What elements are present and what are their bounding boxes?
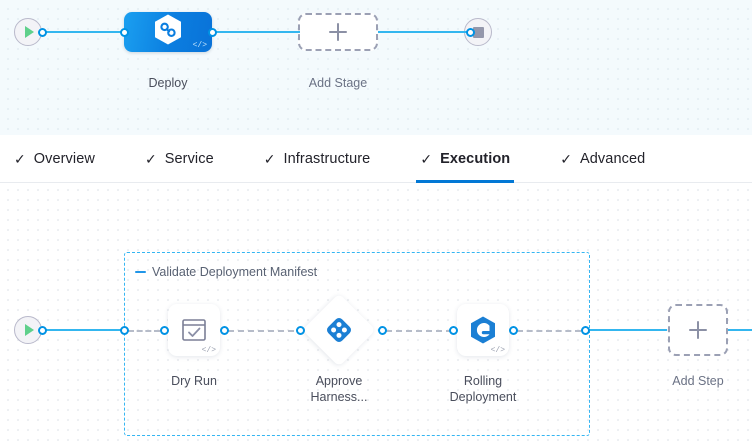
play-icon (25, 26, 34, 38)
play-icon (25, 324, 34, 336)
connector-start-deploy (42, 31, 128, 33)
execution-canvas[interactable]: Validate Deployment Manifest </> (0, 183, 752, 448)
stage-deploy-out-port[interactable] (208, 28, 217, 37)
check-icon: ✓ (560, 150, 572, 167)
rolling-deployment-icon (471, 316, 495, 344)
code-badge: </> (192, 41, 207, 50)
step-node-dry-run[interactable]: </> (168, 304, 220, 356)
check-icon: ✓ (14, 150, 26, 167)
tab-label: Service (164, 150, 214, 167)
step-approve-out-port[interactable] (378, 326, 387, 335)
tab-label: Infrastructure (283, 150, 371, 167)
connector-group-addstep (589, 329, 667, 331)
connector-dryrun-approve (228, 330, 294, 332)
connector-addstep-right (728, 329, 752, 331)
connector-deploy-addstage (212, 31, 300, 33)
harness-hexagon-icon (153, 14, 183, 51)
execution-start-node[interactable] (14, 316, 42, 344)
tab-overview[interactable]: ✓ Overview (0, 135, 109, 183)
end-node-port[interactable] (466, 28, 475, 37)
stage-node-deploy[interactable]: </> (124, 12, 212, 52)
step-group-validate-deployment-manifest[interactable]: Validate Deployment Manifest (124, 252, 590, 436)
step-node-rolling-deployment[interactable]: </> (457, 304, 509, 356)
check-icon: ✓ (144, 150, 157, 167)
step-dry-run-in-port[interactable] (160, 326, 169, 335)
step-label-approve-harness: Approve Harness... (310, 374, 368, 404)
add-stage-button[interactable] (298, 13, 378, 51)
execution-start-port[interactable] (38, 326, 47, 335)
step-label-dry-run: Dry Run (171, 374, 217, 388)
tab-label: Overview (33, 150, 95, 167)
step-node-approve-harness[interactable] (302, 293, 376, 367)
plus-icon (329, 23, 347, 41)
connector-approve-rolling (386, 330, 452, 332)
stage-deploy-in-port[interactable] (120, 28, 129, 37)
group-in-port[interactable] (120, 326, 129, 335)
check-icon: ✓ (420, 150, 433, 167)
step-group-title: Validate Deployment Manifest (152, 265, 318, 279)
group-out-port[interactable] (581, 326, 590, 335)
step-approve-in-port[interactable] (296, 326, 305, 335)
connector-groupin-dryrun (128, 330, 160, 332)
stage-tab-bar[interactable]: ✓ Overview ✓ Service ✓ Infrastructure ✓ … (0, 135, 752, 183)
connector-start-group (42, 329, 126, 331)
tab-execution[interactable]: ✓ Execution (406, 135, 524, 183)
start-node[interactable] (14, 18, 42, 46)
plus-icon (689, 321, 707, 339)
connector-addstage-end (378, 31, 470, 33)
stage-label-deploy: Deploy (148, 76, 188, 90)
code-badge: </> (490, 346, 505, 355)
check-icon: ✓ (263, 150, 276, 167)
connector-rolling-groupout (517, 330, 581, 332)
add-stage-label: Add Stage (308, 76, 368, 90)
stages-canvas[interactable]: </> Deploy Add Stage (0, 0, 752, 135)
start-node-port[interactable] (38, 28, 47, 37)
step-group-header[interactable]: Validate Deployment Manifest (135, 265, 317, 279)
add-step-button[interactable] (668, 304, 728, 356)
step-rolling-in-port[interactable] (449, 326, 458, 335)
minus-icon[interactable] (135, 271, 146, 273)
tab-infrastructure[interactable]: ✓ Infrastructure (250, 135, 385, 183)
tab-service[interactable]: ✓ Service (131, 135, 228, 183)
stop-icon (472, 26, 484, 38)
step-label-rolling-deployment: Rolling Deployment (449, 374, 517, 404)
step-rolling-out-port[interactable] (509, 326, 518, 335)
step-dry-run-out-port[interactable] (220, 326, 229, 335)
code-badge: </> (201, 346, 216, 355)
add-step-label: Add Step (672, 374, 724, 388)
tab-label: Advanced (580, 150, 646, 167)
tab-advanced[interactable]: ✓ Advanced (546, 135, 659, 183)
shell-script-check-icon (182, 319, 206, 341)
tab-label: Execution (440, 150, 511, 167)
harness-approval-icon (313, 304, 365, 356)
